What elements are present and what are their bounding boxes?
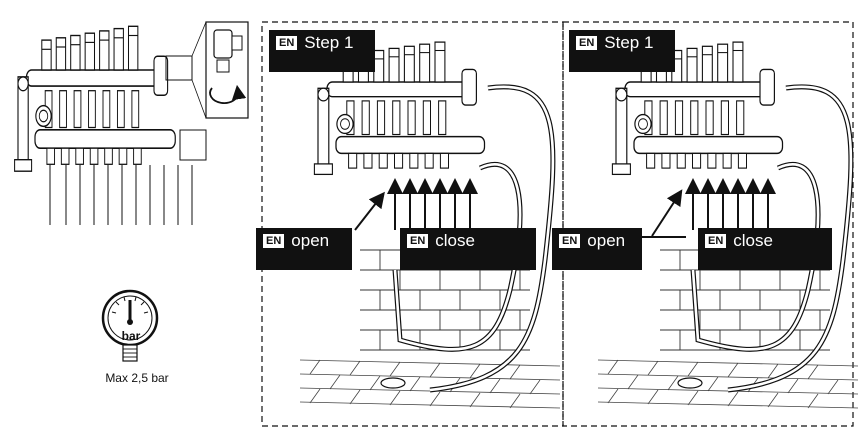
- gauge-unit-label: bar: [122, 329, 141, 343]
- pressure-gauge-icon: [101, 289, 159, 362]
- lang-tag: EN: [262, 233, 286, 249]
- callout-top: [165, 55, 193, 81]
- lang-tag: EN: [558, 233, 582, 249]
- lang-tag: EN: [575, 35, 599, 51]
- lang-tag: EN: [275, 35, 299, 51]
- manifold-overview: [13, 21, 249, 225]
- floor-pipes: [49, 165, 193, 225]
- lang-tag: EN: [704, 233, 728, 249]
- panel-2-scene: [597, 41, 859, 409]
- panel-1-scene: [299, 41, 561, 409]
- rotate-arrow-icon: [209, 84, 247, 104]
- lang-tag: EN: [406, 233, 430, 249]
- step-panel-2: [562, 21, 854, 427]
- callout-bottom: [179, 129, 207, 161]
- gauge-caption: Max 2,5 bar: [105, 371, 169, 385]
